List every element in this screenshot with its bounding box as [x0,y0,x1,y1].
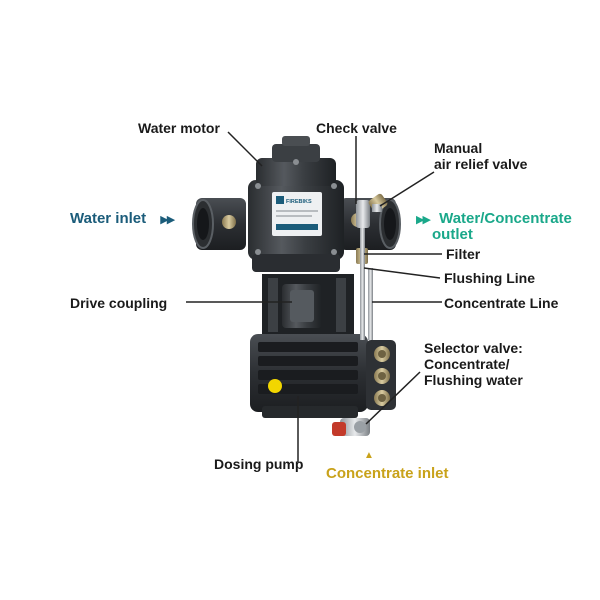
label-manual-line1: Manual [434,140,483,156]
indicator-dot [268,379,282,393]
leader-flushing-line [363,267,441,279]
concentrate-line-tube [368,268,373,340]
label-filter: Filter [446,246,481,262]
label-outlet-line1: Water/Concentrate [439,210,572,227]
label-water-inlet-text: Water inlet [70,210,147,227]
label-outlet: ▶▶ Water/Concentrate [416,211,572,228]
nameplate: FIREBIKS [272,192,322,236]
label-manual-line2: air relief valve [434,156,528,172]
label-selector-line1: Selector valve: [424,340,523,356]
leader-relief-valve [379,171,435,207]
dosing-pump-body [250,334,368,418]
label-flushing-line: Flushing Line [444,270,535,286]
manual-air-relief-valve [368,193,388,213]
pump-head [366,340,396,410]
label-drive-coupling: Drive coupling [70,295,168,311]
leader-water-motor [227,131,263,167]
check-valve [356,200,370,228]
brand-logo-text: FIREBIKS [286,199,312,205]
label-water-inlet: Water inlet ▶▶ [70,210,175,228]
flushing-line-tube [360,228,365,340]
label-selector-line3: Flushing water [424,372,523,388]
leader-lines [186,131,442,462]
label-check-valve: Check valve [316,120,397,136]
double-chevron-right-icon: ▶▶ [160,214,175,226]
double-chevron-right-icon: ▶▶ [416,214,431,226]
selector-valve [332,418,370,436]
leader-selector-valve [365,371,421,425]
double-chevron-up-icon: ▲ [364,450,374,461]
label-concentrate-inlet: Concentrate inlet [326,465,449,482]
label-concentrate-line: Concentrate Line [444,295,559,311]
label-outlet-line2: outlet [432,226,473,243]
water-inlet-pipe [192,198,246,250]
label-selector-line2: Concentrate/ [424,356,510,372]
label-dosing-pump: Dosing pump [214,456,304,472]
label-water-motor: Water motor [138,120,220,136]
drive-coupling-frame [262,274,354,334]
